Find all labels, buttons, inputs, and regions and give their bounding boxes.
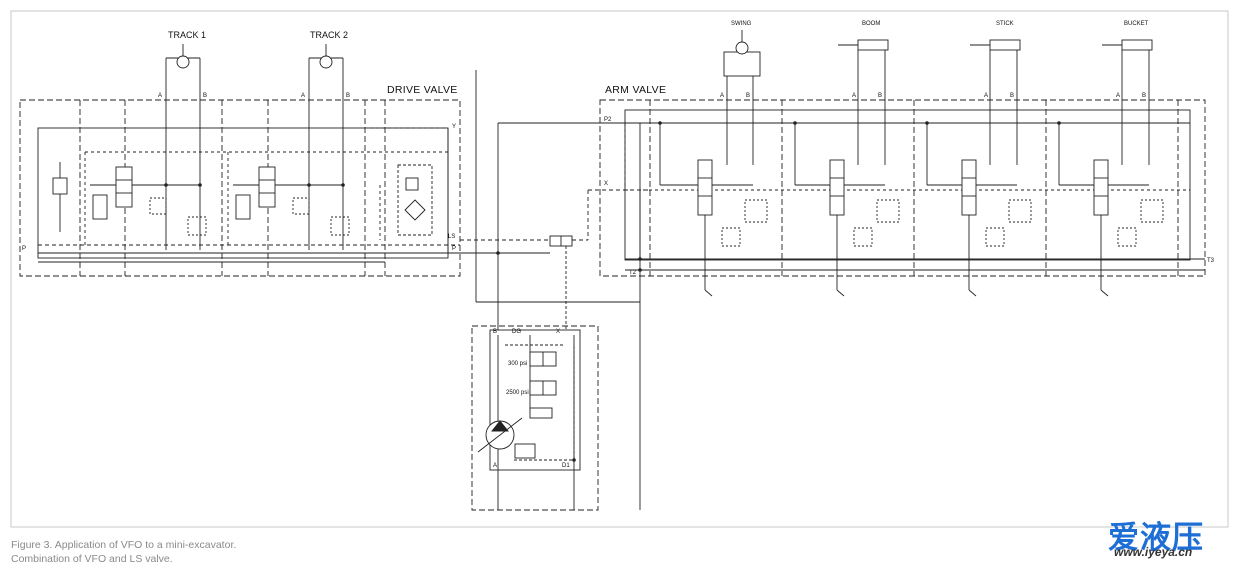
pump-port-d1: D1 <box>562 463 570 469</box>
track2-label: TRACK 2 <box>310 30 348 40</box>
arm-valve-title: ARM VALVE <box>605 84 666 96</box>
port-p2: P2 <box>604 117 612 123</box>
port-b-stick: B <box>1010 93 1014 99</box>
drive-valve-title: DRIVE VALVE <box>387 84 458 96</box>
psi-2500-label: 2500 psi <box>506 390 529 396</box>
psi-300-label: 300 psi <box>508 361 527 367</box>
port-t3: T3 <box>1207 258 1215 264</box>
figure-caption-line2: Combination of VFO and LS valve. <box>11 553 173 565</box>
port-b-bucket: B <box>1142 93 1146 99</box>
port-p-out: P <box>452 246 456 252</box>
pump-port-b: B <box>493 329 497 335</box>
port-a-track1: A <box>158 93 162 99</box>
port-b-track2: B <box>346 93 350 99</box>
figure-caption-line1: Figure 3. Application of VFO to a mini-e… <box>11 539 237 551</box>
port-y: Y <box>452 124 456 130</box>
swing-label: SWING <box>731 21 752 27</box>
port-ls: LS <box>448 234 455 240</box>
port-b-track1: B <box>203 93 207 99</box>
watermark-logo: 爱液压 <box>1108 520 1204 556</box>
port-a-bucket: A <box>1116 93 1120 99</box>
bucket-label: BUCKET <box>1124 21 1149 27</box>
pump-port-x: X <box>556 329 560 335</box>
port-b-swing: B <box>746 93 750 99</box>
drive-valve-block <box>19 44 461 277</box>
port-b-boom: B <box>878 93 882 99</box>
stick-label: STICK <box>996 21 1014 27</box>
port-a-track2: A <box>301 93 305 99</box>
pump-block <box>460 70 650 511</box>
pump-port-a: A <box>493 463 497 469</box>
pump-port-dg: DG <box>512 329 521 335</box>
watermark-url: www.iyeya.cn <box>1114 545 1193 559</box>
figure-frame <box>10 10 1229 528</box>
track1-label: TRACK 1 <box>168 30 206 40</box>
port-a-stick: A <box>984 93 988 99</box>
arm-valve-block <box>599 30 1206 297</box>
boom-label: BOOM <box>862 21 880 27</box>
port-t2: T2 <box>629 270 637 276</box>
port-a-boom: A <box>852 93 856 99</box>
port-x: X <box>604 181 608 187</box>
port-p-drive: P <box>22 246 26 252</box>
port-a-swing: A <box>720 93 724 99</box>
